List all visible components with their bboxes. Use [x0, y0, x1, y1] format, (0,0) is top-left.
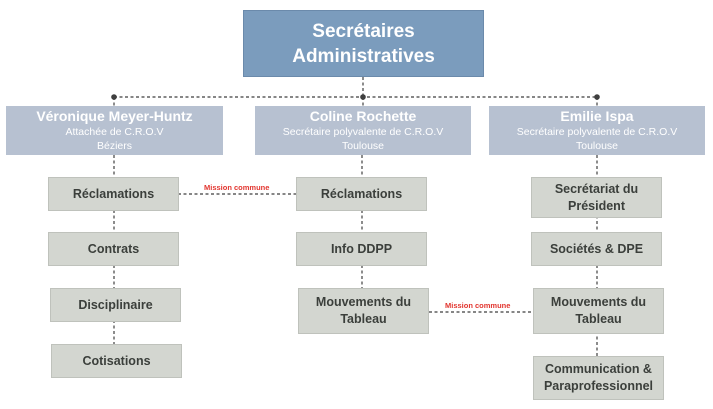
task-reclamations-coline: Réclamations	[296, 177, 427, 211]
task-label-line1: Secrétariat du	[554, 181, 639, 196]
task-label: Cotisations	[82, 353, 151, 368]
root-title-line1: Secrétaires	[312, 20, 415, 42]
mission-commune-label-2: Mission commune	[445, 301, 511, 310]
person-coline: Coline Rochette Secrétaire polyvalente d…	[255, 106, 471, 155]
person-name: Emilie Ispa	[560, 108, 634, 124]
task-label-line2: Tableau	[340, 312, 387, 326]
task-label-line1: Mouvements du	[550, 295, 647, 309]
task-cotisations: Cotisations	[51, 344, 182, 378]
task-label-line1: Communication &	[545, 362, 652, 376]
task-mouvements-coline: Mouvements du Tableau	[298, 288, 429, 334]
person-location: Toulouse	[575, 140, 619, 152]
task-disciplinaire: Disciplinaire	[50, 288, 181, 322]
person-name: Véronique Meyer-Huntz	[36, 108, 193, 124]
person-role: Attachée de C.R.O.V	[65, 126, 164, 138]
task-reclamations-veronique: Réclamations	[48, 177, 179, 211]
task-label: Réclamations	[320, 186, 403, 201]
task-label-line1: Mouvements du	[315, 295, 412, 309]
root-node: Secrétaires Administratives	[243, 10, 484, 77]
task-label-line2: Paraprofessionnel	[543, 379, 654, 393]
task-label: Info DDPP	[330, 241, 393, 256]
root-title-line2: Administratives	[292, 45, 435, 67]
task-secretariat-president: Secrétariat du Président	[531, 177, 662, 218]
task-mouvements-emilie: Mouvements du Tableau	[533, 288, 664, 334]
task-label-line2: Président	[568, 198, 625, 213]
person-name: Coline Rochette	[309, 108, 417, 124]
person-location: Toulouse	[341, 140, 385, 152]
task-societes-dpe: Sociétés & DPE	[531, 232, 662, 266]
task-label-line2: Tableau	[575, 312, 622, 326]
task-label: Contrats	[87, 241, 140, 256]
task-communication: Communication & Paraprofessionnel	[533, 356, 664, 400]
mission-commune-label-1: Mission commune	[204, 183, 270, 192]
task-info-ddpp: Info DDPP	[296, 232, 427, 266]
person-veronique: Véronique Meyer-Huntz Attachée de C.R.O.…	[6, 106, 223, 155]
task-contrats: Contrats	[48, 232, 179, 266]
person-location: Béziers	[96, 140, 132, 152]
task-label: Sociétés & DPE	[549, 241, 644, 256]
person-role: Secrétaire polyvalente de C.R.O.V	[516, 126, 678, 138]
person-role: Secrétaire polyvalente de C.R.O.V	[282, 126, 444, 138]
task-label: Réclamations	[72, 186, 155, 201]
person-emilie: Emilie Ispa Secrétaire polyvalente de C.…	[489, 106, 705, 155]
task-label: Disciplinaire	[78, 297, 153, 312]
